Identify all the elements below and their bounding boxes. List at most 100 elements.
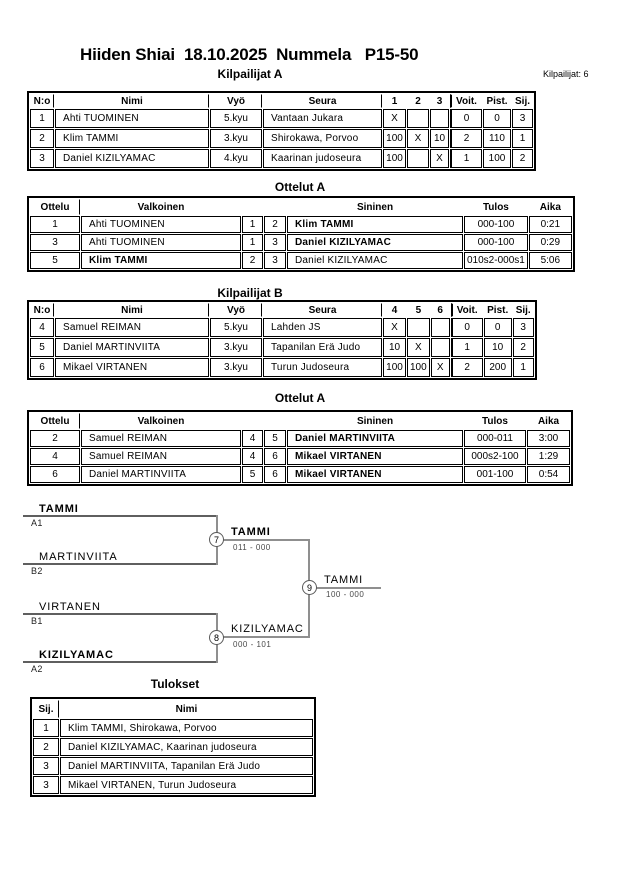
header-cell: Sininen [356,201,394,213]
cell-place: 1 [512,129,534,148]
bracket-winner-name: TAMMI [324,574,364,586]
cell-blue: Klim TAMMI [287,216,463,233]
header-cell: Ottelu [30,413,80,429]
cell-wins: 2 [450,129,482,148]
bracket-seed-label: B2 [31,566,43,576]
cell-name: Daniel KIZILYAMAC, Kaarinan judoseura [60,738,313,756]
cell-match-no: 2 [30,430,80,447]
cell-name: Klim TAMMI [55,129,209,148]
cell-place: 2 [33,738,59,756]
cell-round: 100 [383,358,406,377]
cell-place: 3 [512,318,534,337]
cell-wins: 0 [450,318,483,337]
header-cell: Sininen [356,415,394,427]
cell-wins: 1 [450,338,483,357]
cell-round: 100 [383,129,406,148]
result-row: 2 Daniel KIZILYAMAC, Kaarinan judoseura [33,738,313,756]
bracket-winner-name: TAMMI [231,526,271,538]
match-row: 4 Samuel REIMAN 4 6 Mikael VIRTANEN 000s… [30,448,570,465]
bracket-slot-name: MARTINVIITA [39,551,118,563]
header-cell: Nimi [175,703,198,715]
page-title: Hiiden Shiai 18.10.2025 Nummela P15-50 [80,45,419,64]
cell-white: Samuel REIMAN [81,430,241,447]
participants-count: Kilpailijat: 6 [543,69,589,79]
cell-name: Mikael VIRTANEN [55,358,209,377]
header-cell: Nimi [55,94,209,108]
cell-name: Ahti TUOMINEN [55,109,209,128]
cell-blue: Mikael VIRTANEN [287,466,463,483]
cell-time: 5:06 [528,252,572,269]
results-header-row: Sij. Nimi [33,700,313,718]
cell-blue: Daniel MARTINVIITA [287,430,463,447]
result-row: 3 Mikael VIRTANEN, Turun Judoseura [33,776,313,794]
cell-round [430,338,450,357]
cell-time: 3:00 [527,430,570,447]
results-table: Sij. Nimi 1 Klim TAMMI, Shirokawa, Porvo… [30,697,316,797]
cell-score: 010s2-000s1 [464,252,528,269]
header-cell: Pist. [486,95,508,107]
cell-points: 0 [483,318,512,337]
cell-round: 10 [430,129,449,148]
header-cell: 1 [391,95,398,107]
pool-header-row: N:o Nimi Vyö Seura 1 2 3 Voit. Pist. Sij… [30,94,533,108]
cell-round [407,109,429,128]
header-cell: 6 [437,304,443,316]
cell-white: Daniel MARTINVIITA [81,466,241,483]
cell-white: Ahti TUOMINEN [81,216,241,233]
cell-blue-no: 6 [264,466,286,483]
bracket-seed-label: A1 [31,518,43,528]
cell-white-no: 1 [242,234,263,251]
bracket-final-line [309,587,381,589]
cell-points: 100 [483,149,511,168]
bracket-score: 000 - 101 [233,640,272,649]
pool-row: 6 Mikael VIRTANEN 3.kyu Turun Judoseura … [30,358,534,377]
header-cell: Valkoinen [137,415,185,427]
cell-number: 4 [30,318,54,337]
cell-round: 100 [383,149,406,168]
cell-number: 2 [30,129,54,148]
cell-white: Ahti TUOMINEN [81,234,241,251]
match-number-circle: 8 [209,630,224,645]
header-cell: 2 [415,95,421,107]
bracket-slot-line [23,661,217,663]
cell-score: 000s2-100 [464,448,526,465]
pool-a-table: N:o Nimi Vyö Seura 1 2 3 Voit. Pist. Sij… [27,91,537,171]
cell-number: 5 [30,338,54,357]
cell-round: X [407,129,429,148]
cell-number: 3 [30,149,54,168]
cell-match-no: 1 [30,216,80,233]
header-cell: Aika [537,415,560,427]
cell-name: Klim TAMMI, Shirokawa, Porvoo [60,719,313,737]
match-row: 3 Ahti TUOMINEN 1 3 Daniel KIZILYAMAC 00… [30,234,572,251]
match-row: 5 Klim TAMMI 2 3 Daniel KIZILYAMAC 010s2… [30,252,572,269]
pool-row: 2 Klim TAMMI 3.kyu Shirokawa, Porvoo 100… [30,129,534,148]
cell-blue-no: 6 [264,448,286,465]
cell-score: 000-100 [464,234,528,251]
header-cell: Tulos [482,415,508,427]
cell-place: 3 [33,776,59,794]
cell-club: Tapanilan Erä Judo [263,338,382,357]
cell-number: 6 [30,358,54,377]
cell-blue-no: 3 [264,252,286,269]
header-cell [242,199,263,215]
matches-header-row: Ottelu Valkoinen Sininen Tulos Aika [30,199,572,215]
cell-points: 10 [483,338,512,357]
header-cell: Tulos [482,201,509,213]
cell-club: Lahden JS [263,318,382,337]
cell-name: Samuel REIMAN [55,318,209,337]
header-cell: 3 [436,95,443,107]
cell-score: 000-011 [464,430,526,447]
cell-score: 000-100 [464,216,528,233]
match-row: 1 Ahti TUOMINEN 1 2 Klim TAMMI 000-100 0… [30,216,572,233]
bracket-slot-line [23,515,217,517]
cell-round [407,318,430,337]
section-title-pool-a: Kilpailijat A [217,67,283,81]
result-row: 3 Daniel MARTINVIITA, Tapanilan Erä Judo [33,757,313,775]
cell-belt: 5.kyu [210,318,262,337]
cell-name: Mikael VIRTANEN, Turun Judoseura [60,776,313,794]
cell-number: 1 [30,109,54,128]
section-title-results: Tulokset [150,677,200,691]
cell-match-no: 5 [30,252,80,269]
header-cell [264,199,286,215]
